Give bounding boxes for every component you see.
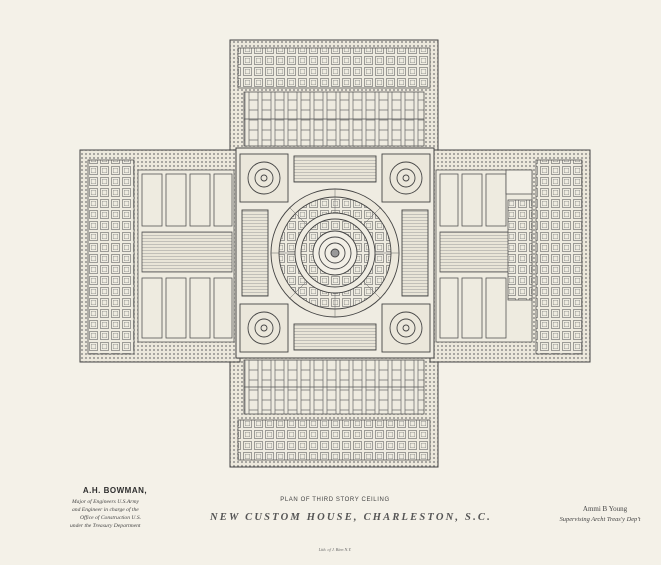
engineer-title-line-4: under the Treasury Department (70, 523, 141, 529)
east-wing (435, 159, 583, 355)
dome-ribs (271, 189, 399, 317)
plan-title: PLAN OF THIRD STORY CEILING (280, 497, 390, 503)
architect-name: Ammi B Young (582, 505, 628, 513)
north-wing (237, 47, 431, 147)
south-wing (237, 359, 431, 461)
architect-title: Supervising Archt Treas'y Dep't (559, 516, 641, 523)
engineer-title-line-1: Major of Engineers U.S.Army (72, 499, 139, 505)
engineer-title-line-2: and Engineer in charge of the (72, 507, 139, 513)
west-wing (87, 159, 235, 355)
lithographer-credit: Lith. of J. Bien N.Y. (318, 547, 352, 552)
engineer-name: A.H. BOWMAN, (82, 486, 148, 495)
drawing-title: NEW CUSTOM HOUSE, CHARLESTON, S.C. (210, 512, 492, 523)
engineer-title-line-3: Office of Construction U.S. (80, 515, 142, 521)
